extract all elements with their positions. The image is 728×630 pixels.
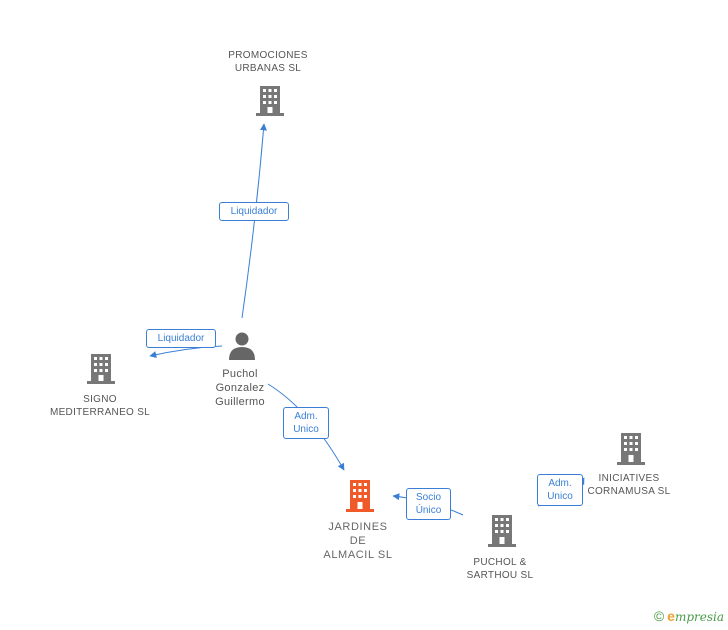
node-label-line: JARDINES xyxy=(328,521,388,533)
edge-line-liquidador-promociones xyxy=(241,123,267,319)
building-icon[interactable] xyxy=(617,433,645,465)
node-label-line: MEDITERRANEO SL xyxy=(49,407,151,418)
node-label-puchol-gonzalez-guillermo[interactable]: Puchol Gonzalez Guillermo xyxy=(190,367,290,409)
node-label-iniciatives-cornamusa[interactable]: INICIATIVES CORNAMUSA SL xyxy=(574,472,684,498)
node-label-line: Puchol xyxy=(222,368,258,380)
node-label-line: PUCHOL & xyxy=(473,557,527,568)
person-icon[interactable] xyxy=(229,332,255,361)
node-label-puchol-sarthou[interactable]: PUCHOL & SARTHOU SL xyxy=(450,556,550,582)
edge-label-adm-unico-jardines[interactable]: Adm. Unico xyxy=(283,407,329,439)
node-label-line: CORNAMUSA SL xyxy=(587,486,671,497)
building-icon[interactable] xyxy=(256,86,284,116)
edge-label-socio-unico-jardines[interactable]: Socio Único xyxy=(406,488,451,520)
building-icon[interactable] xyxy=(488,515,516,547)
node-label-line: ALMACIL SL xyxy=(323,549,393,561)
node-label-line: PROMOCIONES xyxy=(228,50,308,61)
node-label-jardines-de-almacil[interactable]: JARDINES DE ALMACIL SL xyxy=(308,520,408,562)
node-label-line: Gonzalez xyxy=(215,382,265,394)
node-label-line: Guillermo xyxy=(215,396,265,408)
node-label-promociones-urbanas[interactable]: PROMOCIONES URBANAS SL xyxy=(208,49,328,75)
node-label-signo-mediterraneo[interactable]: SIGNO MEDITERRANEO SL xyxy=(40,393,160,419)
node-label-line: INICIATIVES xyxy=(598,473,660,484)
edge-label-liquidador-promociones[interactable]: Liquidador xyxy=(219,202,289,221)
building-icon[interactable] xyxy=(87,354,115,384)
node-label-line: SARTHOU SL xyxy=(466,570,534,581)
node-label-line: URBANAS SL xyxy=(234,63,302,74)
building-icon[interactable] xyxy=(346,480,374,512)
brand-initial: e xyxy=(667,608,675,624)
edge-label-line: Liquidador xyxy=(230,206,278,217)
edge-label-line: Adm. xyxy=(548,478,572,489)
brand-name: mpresia xyxy=(674,610,724,624)
edge-label-line: Adm. xyxy=(294,411,318,422)
edge-label-liquidador-signo[interactable]: Liquidador xyxy=(146,329,216,348)
edge-label-line: Liquidador xyxy=(157,333,205,344)
node-label-line: DE xyxy=(349,535,367,547)
edge-label-line: Único xyxy=(415,505,442,516)
brand-footer[interactable]: ©empresia xyxy=(654,608,724,624)
copyright-symbol: © xyxy=(653,608,665,624)
node-label-line: SIGNO xyxy=(83,394,117,405)
edge-label-line: Unico xyxy=(293,424,319,435)
edge-label-adm-unico-puchol-sarthou[interactable]: Adm. Unico xyxy=(537,474,583,506)
edge-label-line: Unico xyxy=(547,491,573,502)
edge-label-line: Socio xyxy=(415,492,441,503)
